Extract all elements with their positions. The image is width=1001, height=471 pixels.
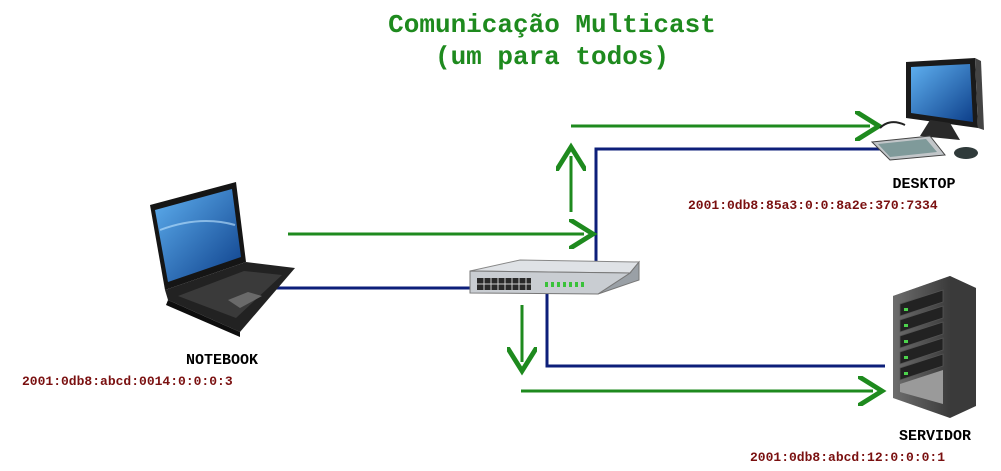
link-switch-servidor <box>545 293 885 368</box>
multicast-arrows <box>288 126 873 391</box>
server-rack-icon <box>893 276 976 418</box>
notebook-address: 2001:0db8:abcd:0014:0:0:0:3 <box>22 374 233 389</box>
laptop-icon <box>150 182 295 337</box>
diagram-title-line1: Comunicação Multicast <box>388 10 716 40</box>
diagram-title-line2: (um para todos) <box>435 42 669 72</box>
desktop-computer-icon <box>870 58 984 161</box>
network-switch-icon <box>469 259 641 295</box>
servidor-address: 2001:0db8:abcd:12:0:0:0:1 <box>750 450 945 465</box>
network-links <box>275 147 885 368</box>
notebook-label: NOTEBOOK <box>186 352 258 369</box>
desktop-address: 2001:0db8:85a3:0:0:8a2e:370:7334 <box>688 198 938 213</box>
desktop-label: DESKTOP <box>892 176 955 193</box>
servidor-label: SERVIDOR <box>899 428 971 445</box>
